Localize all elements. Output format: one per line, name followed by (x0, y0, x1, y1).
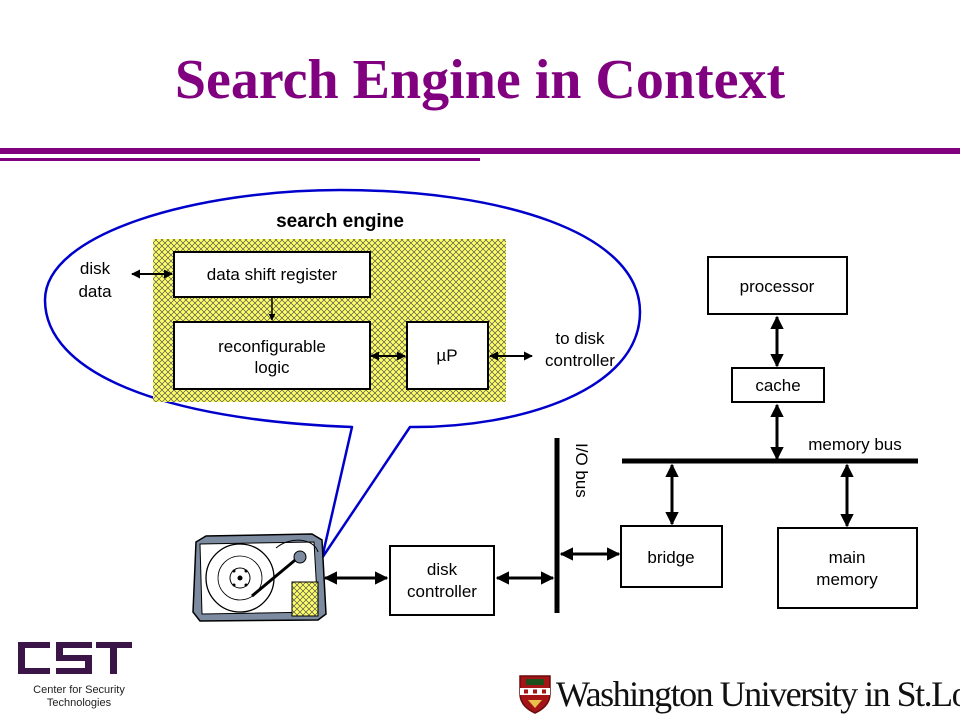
io-bus-label: I/O bus (572, 443, 591, 498)
main-memory-box (777, 527, 918, 609)
cst-logo-mark (18, 642, 132, 674)
title-rule-thick (0, 148, 960, 154)
reconfigurable-logic-label-line1: reconfigurable (218, 337, 326, 356)
washington-university-logo: Washington University in St.Louis (518, 672, 960, 716)
disk-controller-box (389, 545, 495, 616)
memory-bus-label: memory bus (808, 435, 902, 454)
cache-label: cache (755, 376, 800, 395)
university-shield-icon (519, 675, 551, 714)
processor-box (707, 256, 848, 315)
microprocessor-box (406, 321, 489, 390)
disk-data-label-line2: data (78, 282, 112, 301)
hard-disk-drive-icon (192, 533, 327, 622)
cst-name-line2: Technologies (46, 697, 112, 709)
to-disk-controller-label-line2: controller (545, 351, 615, 370)
cache-box (731, 367, 825, 403)
processor-label: processor (740, 277, 815, 296)
cst-logo: Center for Security Technologies (14, 636, 144, 716)
reconfigurable-logic-box (173, 321, 371, 390)
title-rule-thin (0, 158, 480, 161)
main-memory-label-line1: main (829, 548, 866, 567)
microprocessor-label: µP (436, 346, 457, 365)
slide-title: Search Engine in Context (174, 49, 786, 111)
to-disk-controller-label-line1: to disk (555, 329, 605, 348)
disk-data-label-line1: disk (80, 259, 111, 278)
bridge-label: bridge (647, 548, 694, 567)
disk-controller-label-line2: controller (407, 582, 477, 601)
main-memory-label-line2: memory (816, 570, 878, 589)
data-shift-register-label: data shift register (207, 265, 338, 284)
reconfigurable-logic-label-line2: logic (255, 358, 290, 377)
data-shift-register-box (173, 251, 371, 298)
washington-university-name: Washington University in St.Louis (556, 674, 960, 714)
search-engine-label: search engine (276, 211, 404, 232)
cst-name: Center for Security Technologies (14, 684, 144, 710)
cst-name-line1: Center for Security (33, 684, 125, 696)
bridge-box (620, 525, 723, 588)
disk-controller-label-line1: disk (427, 560, 458, 579)
